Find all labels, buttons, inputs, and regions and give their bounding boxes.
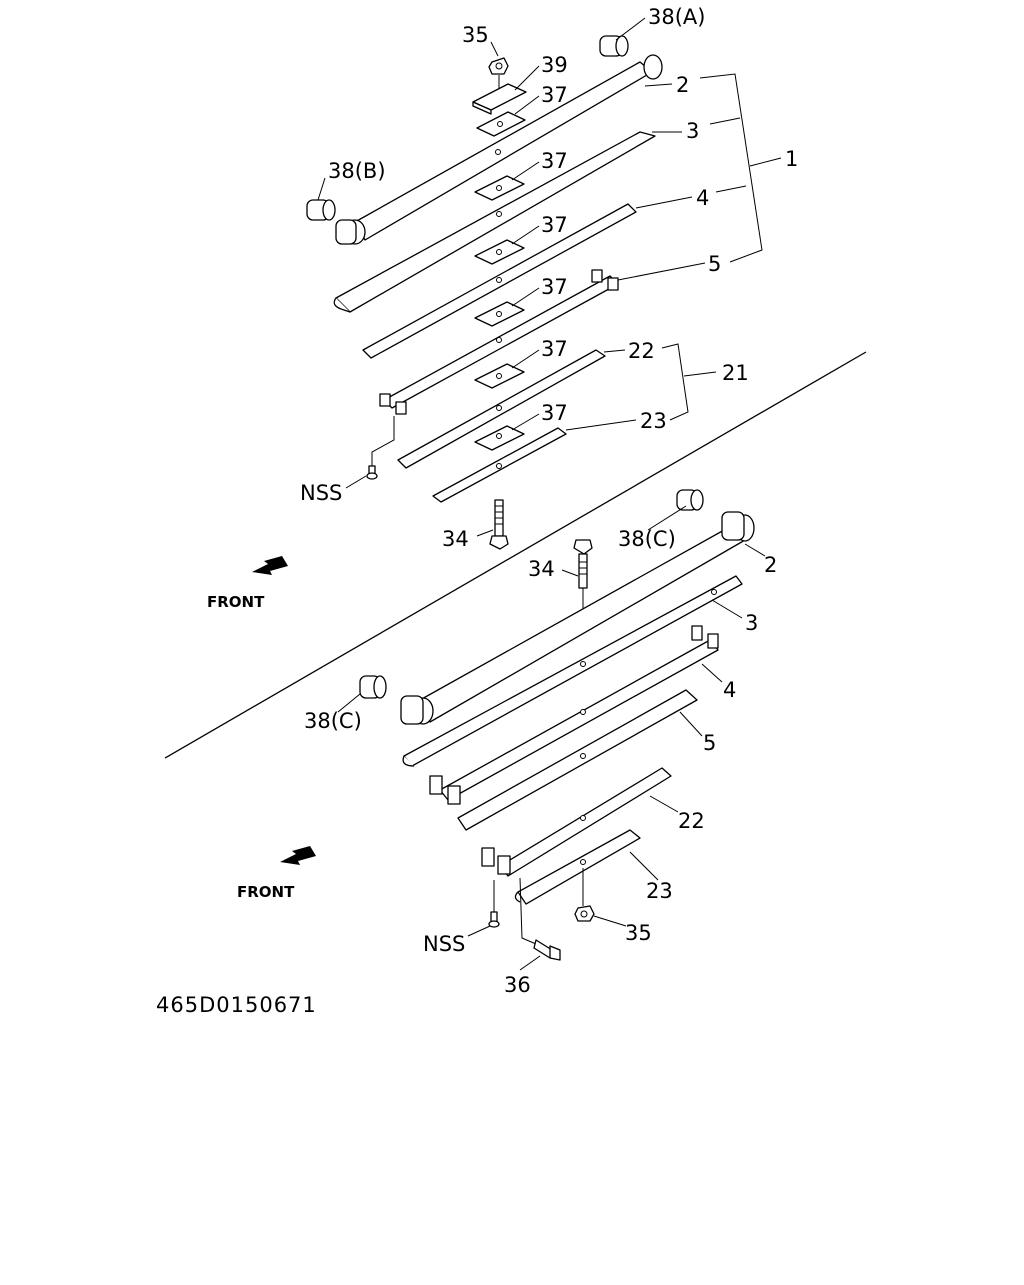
label-37: 37 (541, 149, 568, 173)
label-38c: 38(C) (304, 709, 362, 733)
label-37: 37 (541, 213, 568, 237)
leaf-2-main (335, 54, 663, 245)
label-38c: 38(C) (618, 527, 676, 551)
label-5: 5 (703, 731, 716, 755)
label-4: 4 (723, 678, 736, 702)
label-38a: 38(A) (648, 5, 705, 29)
front-label-upper: FRONT (207, 593, 265, 611)
label-37: 37 (541, 401, 568, 425)
leaf-4 (362, 203, 637, 359)
bushing-38c-front (359, 675, 387, 699)
leaf-4-lower (429, 625, 719, 805)
rivet-nss-lower (488, 880, 500, 928)
rivet-nss (366, 416, 395, 480)
label-23: 23 (640, 409, 667, 433)
label-37: 37 (541, 337, 568, 361)
bushing-38c-rear (676, 489, 704, 511)
bolt-36 (519, 877, 561, 961)
lower-spring-assembly (337, 489, 766, 971)
label-2: 2 (676, 73, 689, 97)
label-34: 34 (442, 527, 469, 551)
center-bolt-34 (489, 499, 509, 550)
nut-35-lower (574, 905, 595, 922)
label-5: 5 (708, 252, 721, 276)
leaf-5 (379, 269, 619, 415)
label-2: 2 (764, 553, 777, 577)
upper-spring-assembly (306, 17, 782, 550)
front-label-lower: FRONT (237, 883, 295, 901)
leaf-23-lower (514, 829, 641, 906)
label-nss: NSS (300, 481, 342, 505)
leaf-22-lower (481, 767, 672, 877)
label-21: 21 (722, 361, 749, 385)
label-37: 37 (541, 275, 568, 299)
front-arrow-lower (280, 846, 316, 865)
leaf-5-lower (457, 689, 698, 831)
label-36: 36 (504, 973, 531, 997)
leaf-3-lower (402, 575, 743, 767)
label-35: 35 (625, 921, 652, 945)
label-39: 39 (541, 53, 568, 77)
label-4: 4 (696, 186, 709, 210)
nut-35 (488, 57, 509, 90)
label-35: 35 (462, 23, 489, 47)
label-34: 34 (528, 557, 555, 581)
label-38b: 38(B) (328, 159, 386, 183)
bushing-38b (306, 199, 336, 221)
drawing-code: 465D0150671 (156, 993, 317, 1017)
label-1: 1 (785, 147, 798, 171)
label-nss: NSS (423, 932, 465, 956)
bushing-38a (599, 35, 629, 57)
label-37: 37 (541, 83, 568, 107)
leaf-3 (333, 131, 656, 313)
label-22: 22 (628, 339, 655, 363)
leaf-2-lower (400, 511, 755, 725)
leaf-22 (397, 349, 606, 469)
label-3: 3 (686, 119, 699, 143)
leaf-23 (432, 427, 567, 503)
label-23: 23 (646, 879, 673, 903)
label-22: 22 (678, 809, 705, 833)
front-arrow-upper (252, 556, 288, 575)
label-3: 3 (745, 611, 758, 635)
separator-line (164, 351, 867, 759)
